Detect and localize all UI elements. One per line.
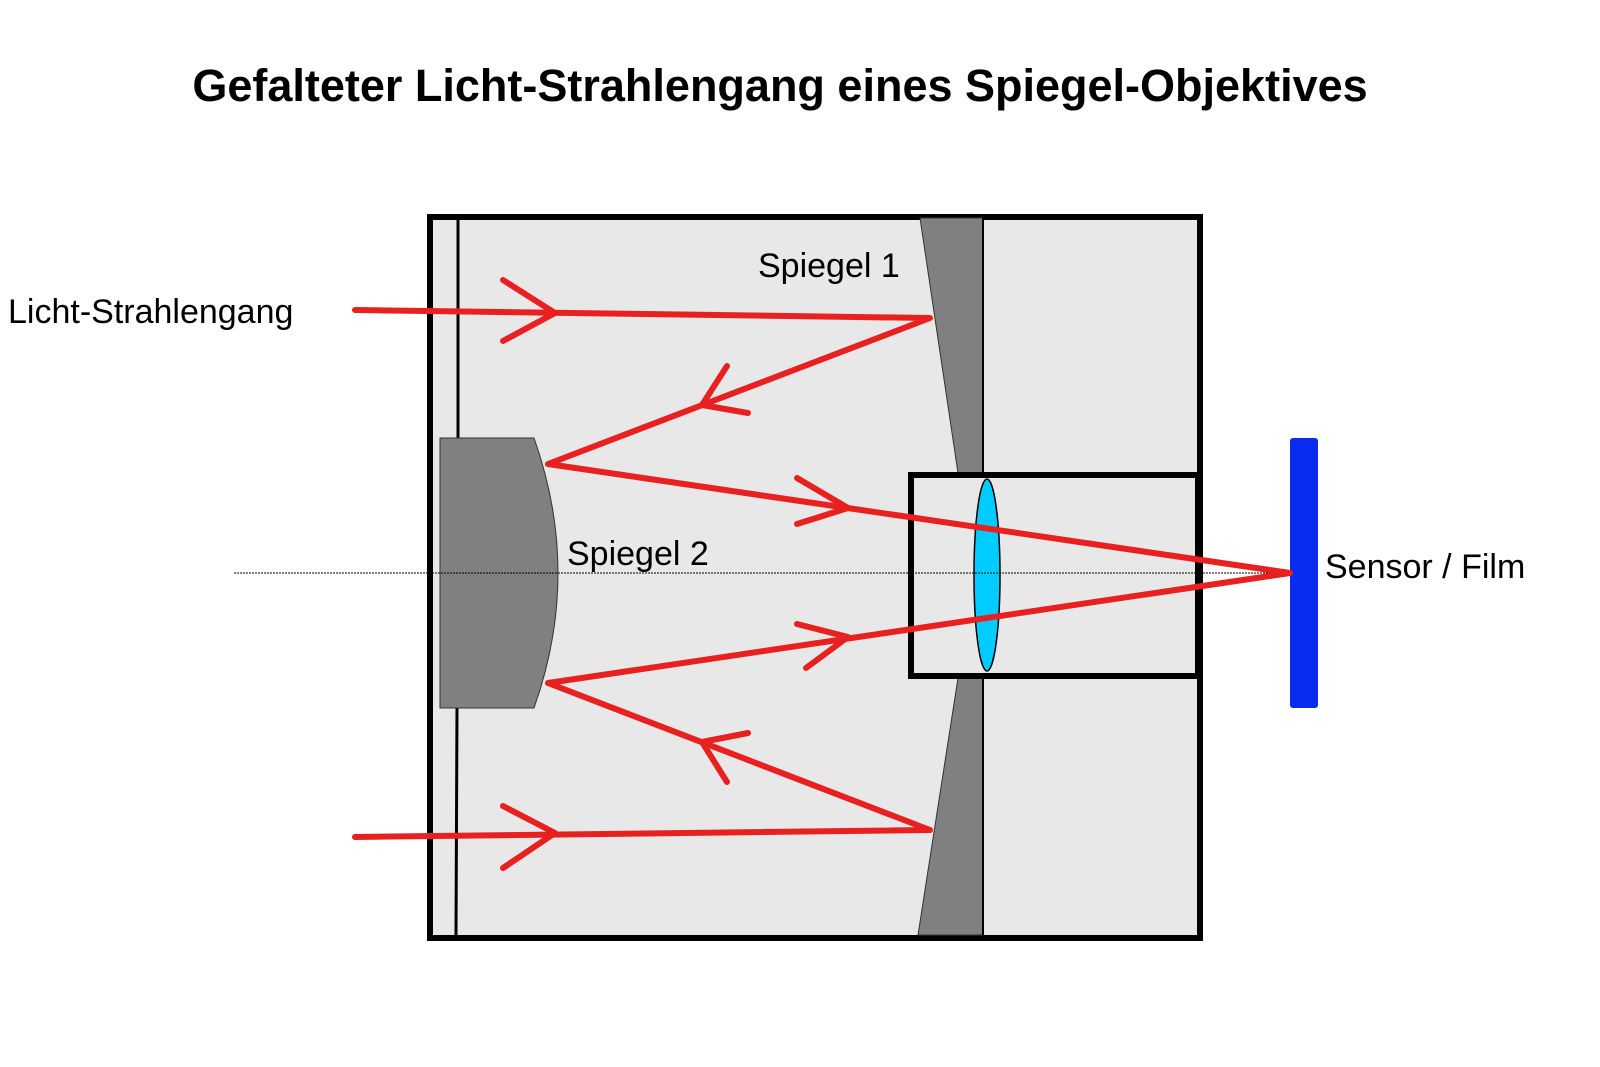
sensor [1290,438,1318,708]
front-glass-bottom [454,705,459,936]
label-mirror-1: Spiegel 1 [758,247,900,285]
arrow-icon [794,621,851,671]
arrow-icon [699,730,751,785]
correction-lens [973,478,1001,672]
arrow-icon [500,277,558,344]
arrow-icon [794,475,851,527]
inner-tube [908,472,1201,679]
arrow-icon [500,803,558,871]
label-light-path: Licht-Strahlengang [8,293,293,331]
arrow-icon [699,363,751,416]
diagram-title: Gefalteter Licht-Strahlengang eines Spie… [192,60,1367,111]
label-mirror-2: Spiegel 2 [567,535,709,573]
label-sensor: Sensor / Film [1325,548,1525,586]
light-ray [352,307,1293,840]
